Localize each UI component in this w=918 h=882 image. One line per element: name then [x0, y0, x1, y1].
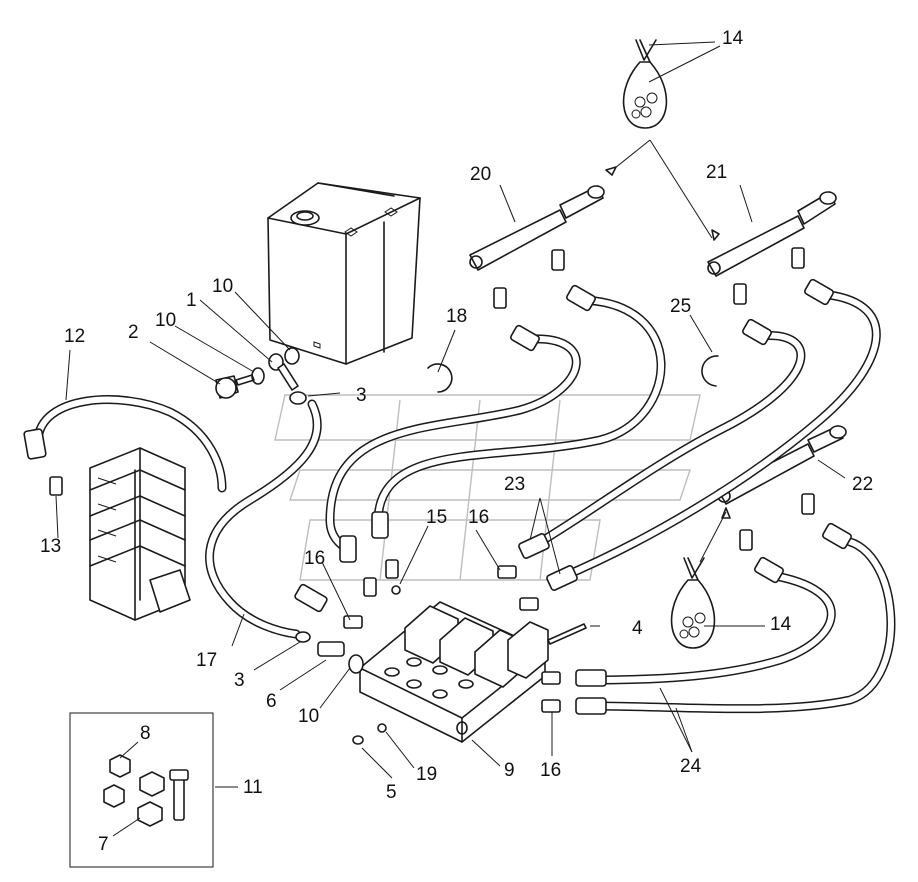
hose-23-b — [373, 295, 666, 525]
callout-18: 18 — [446, 306, 467, 327]
seal-kit-bag-top — [622, 39, 668, 129]
callout-19: 19 — [416, 764, 437, 785]
hose-23-c — [525, 331, 806, 553]
callout-13: 13 — [40, 536, 61, 557]
callout-7: 7 — [98, 834, 109, 855]
callout-14-bottom: 14 — [770, 614, 792, 635]
callout-25: 25 — [670, 296, 691, 317]
callout-16-c: 16 — [540, 760, 561, 781]
adapters — [49, 247, 815, 713]
hose-fittings — [23, 278, 852, 715]
cylinder-22 — [717, 425, 847, 505]
callout-6: 6 — [266, 691, 277, 712]
callout-10-c: 10 — [298, 706, 319, 727]
callout-23: 23 — [504, 474, 525, 495]
sectional-valve-stack — [89, 447, 191, 621]
small-parts — [215, 347, 719, 745]
control-valve-block — [359, 601, 549, 743]
callout-24: 24 — [680, 756, 702, 777]
callout-16-a: 16 — [304, 548, 325, 569]
callout-9: 9 — [504, 760, 515, 781]
callout-11: 11 — [243, 777, 263, 798]
arrows — [605, 166, 731, 563]
inset-kit-box — [69, 712, 214, 868]
callout-2: 2 — [128, 322, 139, 343]
callout-1: 1 — [186, 290, 197, 311]
callout-12: 12 — [64, 326, 85, 347]
callout-10-b: 10 — [155, 310, 176, 331]
seal-kit-bag-bottom — [670, 557, 716, 649]
hose-24-b — [587, 535, 896, 714]
callout-8: 8 — [140, 723, 151, 744]
hydraulic-tank — [267, 182, 421, 365]
callout-labels: 1 2 3 3 4 5 6 7 8 9 10 10 10 11 12 13 14… — [40, 28, 873, 855]
callout-3-bottom: 3 — [234, 670, 245, 691]
callout-4: 4 — [632, 618, 643, 639]
callout-20: 20 — [470, 164, 491, 185]
callout-14-top: 14 — [722, 28, 744, 49]
callout-5: 5 — [386, 782, 397, 803]
hose-17 — [205, 399, 322, 639]
callout-15: 15 — [426, 507, 447, 528]
callout-10-a: 10 — [212, 276, 233, 297]
callout-22: 22 — [852, 474, 873, 495]
hose-12 — [33, 395, 227, 493]
callout-3-top: 3 — [356, 385, 367, 406]
hose-24-a — [585, 570, 836, 685]
hose-23-d — [555, 289, 881, 583]
cylinder-20 — [469, 185, 605, 271]
hose-23-a — [325, 334, 581, 555]
callout-16-b: 16 — [468, 507, 489, 528]
callout-17: 17 — [196, 650, 217, 671]
cylinder-21 — [707, 191, 837, 277]
leader-lines — [55, 41, 846, 837]
callout-21: 21 — [706, 162, 727, 183]
